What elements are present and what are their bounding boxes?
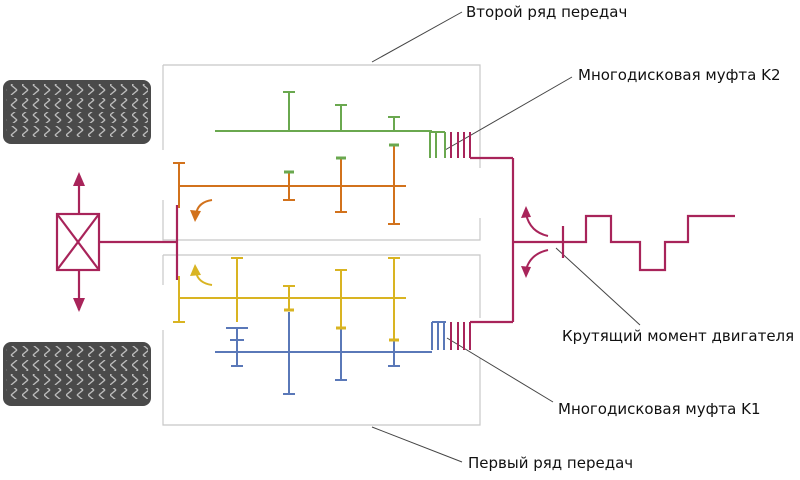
label-clutch-k2: Многодисковая муфта K2	[578, 66, 781, 84]
leader-line-torque	[555, 247, 641, 326]
label-first-gear-row: Первый ряд передач	[468, 454, 634, 472]
label-engine-torque: Крутящий момент двигателя	[562, 327, 795, 345]
label-second-gear-row: Второй ряд передач	[466, 3, 628, 21]
clutch-k2	[429, 131, 471, 158]
wheel-bottom-icon	[3, 342, 151, 406]
leader-line-k2	[444, 76, 573, 151]
gear-mesh-yellow	[284, 308, 399, 342]
first-gear-row-box	[162, 254, 481, 426]
output-shaft-lower	[173, 257, 406, 340]
engine-input-shaft	[470, 156, 565, 324]
gear-mesh-green	[284, 143, 399, 174]
rotation-arrow-orange-icon	[190, 199, 213, 222]
leader-line-first-row	[371, 426, 463, 463]
clutch-k1	[431, 321, 471, 350]
second-gear-row-box	[162, 64, 481, 241]
wheel-top-icon	[3, 80, 151, 144]
engine-torque-waveform	[563, 214, 735, 272]
rotation-arrow-yellow-icon	[190, 264, 213, 286]
differential	[55, 172, 179, 312]
input-shaft-2	[215, 91, 432, 132]
rotation-arrow-top-icon	[521, 206, 549, 237]
output-shaft-upper	[173, 145, 406, 225]
leader-line-k1	[446, 337, 554, 403]
leader-line-second-row	[371, 11, 463, 63]
label-clutch-k1: Многодисковая муфта K1	[558, 400, 761, 418]
rotation-arrow-bottom-icon	[521, 249, 549, 278]
input-shaft-1	[215, 312, 432, 395]
